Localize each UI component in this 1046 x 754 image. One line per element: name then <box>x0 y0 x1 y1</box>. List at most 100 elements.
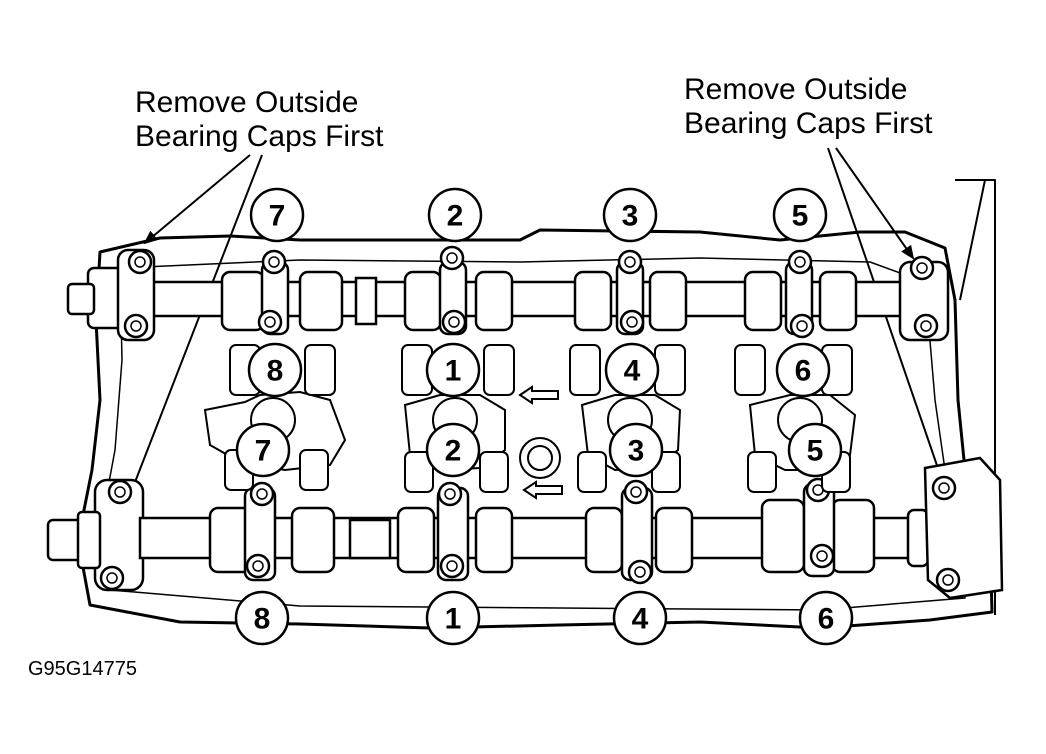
lifter <box>569 344 601 396</box>
bolt-head <box>245 553 271 579</box>
bolt-head <box>437 481 463 507</box>
lifter <box>304 344 336 396</box>
sequence-circle <box>604 342 660 398</box>
flow-arrow-icon <box>518 385 559 405</box>
sequence-marker-upper-bottom-8: 8 <box>247 342 303 398</box>
sequence-circle <box>775 342 831 398</box>
sequence-marker-lower-bottom-4: 4 <box>612 590 668 646</box>
bolt-socket <box>794 256 806 268</box>
bolt-head <box>107 479 133 505</box>
upper-cam-lobe <box>648 270 688 332</box>
engine-block-line <box>959 179 986 301</box>
lifter <box>747 451 777 493</box>
sequence-number: 6 <box>795 355 812 388</box>
sequence-circle <box>798 590 854 646</box>
sequence-circle <box>602 187 658 243</box>
bolt-head <box>99 565 125 591</box>
bolt-socket <box>256 488 268 500</box>
upper-cam-lobe <box>298 270 344 332</box>
lifter <box>299 449 329 491</box>
bolt-socket <box>816 550 828 562</box>
sequence-number: 2 <box>445 435 462 468</box>
sequence-marker-upper-top-3: 3 <box>602 187 658 243</box>
sequence-number: 8 <box>267 355 284 388</box>
sequence-marker-upper-bottom-6: 6 <box>775 342 831 398</box>
direction-arrows <box>518 385 563 500</box>
bolt-head <box>439 245 465 271</box>
bolt-socket <box>106 572 118 584</box>
sequence-circle <box>425 342 481 398</box>
bolt-head <box>619 309 645 335</box>
sequence-number: 2 <box>447 200 464 233</box>
sequence-circle <box>608 422 664 478</box>
figure-id: G95G14775 <box>28 658 137 680</box>
sequence-circle <box>427 187 483 243</box>
bolt-socket <box>134 256 146 268</box>
sequence-marker-upper-top-2: 2 <box>427 187 483 243</box>
upper-cam-lobe <box>818 270 858 332</box>
leader-arrow-right-upper <box>835 147 915 260</box>
bolt-head <box>913 313 939 339</box>
sequence-number: 5 <box>792 200 809 233</box>
bolt-socket <box>446 560 458 572</box>
engine-block-edge <box>955 179 996 615</box>
sequence-marker-lower-bottom-8: 8 <box>234 590 290 646</box>
upper-cam-lobe <box>474 270 514 332</box>
lower-cam-lobe <box>830 498 876 574</box>
upper-cam-nose <box>66 282 96 316</box>
bolt-socket <box>942 574 954 586</box>
upper-cam-lobe <box>403 270 443 332</box>
bolt-socket <box>938 482 950 494</box>
valve-train-detail <box>203 344 857 493</box>
sequence-number: 4 <box>624 355 641 388</box>
sequence-marker-lower-bottom-6: 6 <box>798 590 854 646</box>
bolt-socket <box>130 320 142 332</box>
sequence-circle <box>425 422 481 478</box>
center-boss-inner <box>527 445 553 471</box>
sequence-marker-upper-top-5: 5 <box>772 187 828 243</box>
bolt-head <box>931 475 957 501</box>
upper-camshaft <box>66 260 950 342</box>
bolt-head <box>787 249 813 275</box>
lifter <box>654 344 686 396</box>
sequence-marker-lower-top-7: 7 <box>235 422 291 478</box>
bolt-socket <box>624 256 636 268</box>
lifter <box>404 451 434 493</box>
bolt-socket <box>114 486 126 498</box>
sequence-marker-lower-top-5: 5 <box>787 422 843 478</box>
callout-left-line1: Remove Outside <box>135 86 358 119</box>
sequence-circle <box>425 590 481 646</box>
sequence-marker-lower-top-2: 2 <box>425 422 481 478</box>
lifter <box>734 344 766 396</box>
bolt-socket <box>446 252 458 264</box>
lower-cam-journal <box>348 518 392 560</box>
upper-cam-hex <box>354 276 378 326</box>
bolt-socket <box>252 560 264 572</box>
upper-cam-lobe <box>743 270 783 332</box>
sequence-number: 8 <box>254 603 271 636</box>
lower-cam-lobe <box>584 506 624 574</box>
sequence-number: 6 <box>818 603 835 636</box>
bolt-socket <box>444 488 456 500</box>
bolt-head <box>809 543 835 569</box>
bolt-head <box>935 567 961 593</box>
lifter <box>577 451 607 493</box>
lower-cam-lobe <box>760 498 806 574</box>
leader-arrow-left-upper <box>143 154 251 245</box>
lifter <box>479 451 509 493</box>
upper-cam-lobe <box>573 270 613 332</box>
bolts <box>99 245 961 593</box>
lower-cam-flange <box>76 510 102 570</box>
sequence-circle <box>787 422 843 478</box>
sequence-circle <box>249 187 305 243</box>
bolt-socket <box>630 486 642 498</box>
bolt-head <box>441 309 467 335</box>
bolt-socket <box>264 316 276 328</box>
lower-cam-collar <box>906 508 930 568</box>
sequence-circle <box>247 342 303 398</box>
sequence-marker-upper-top-7: 7 <box>249 187 305 243</box>
sequence-number: 7 <box>269 200 286 233</box>
sequence-circle <box>235 422 291 478</box>
